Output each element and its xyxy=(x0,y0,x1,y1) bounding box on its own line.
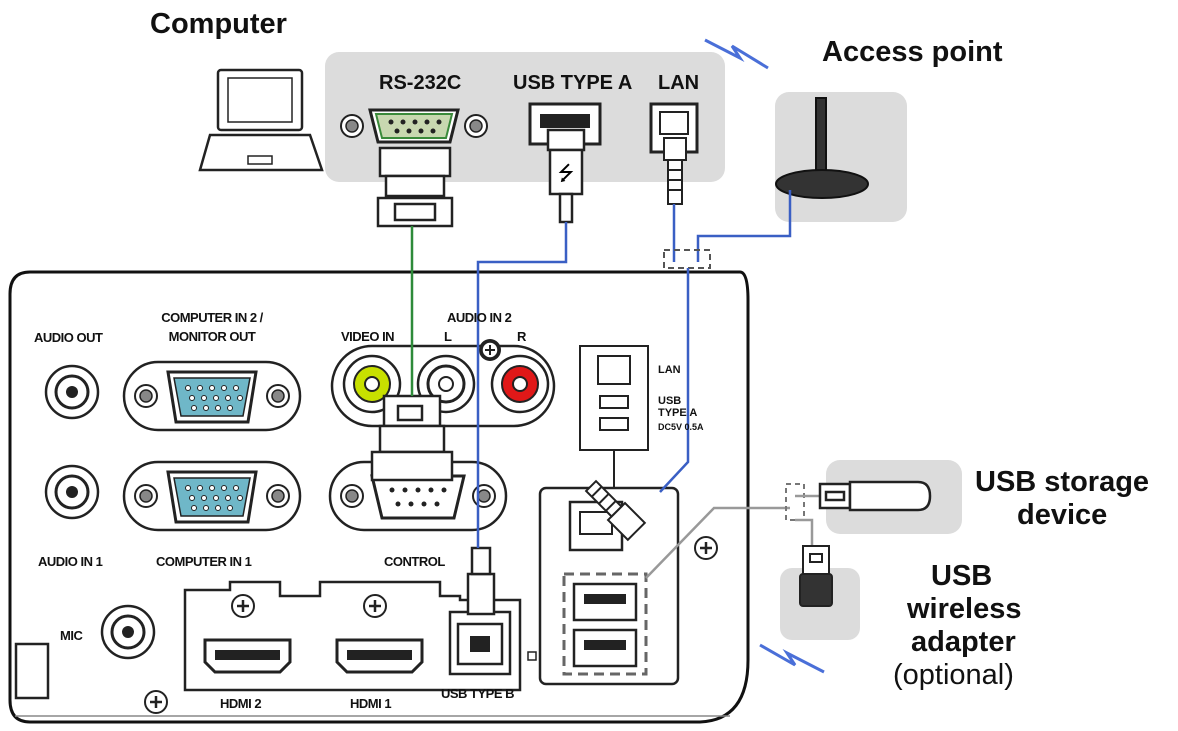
mic-label: MIC xyxy=(60,628,83,643)
lan-plug-panel xyxy=(584,479,647,542)
usb-a-port-1 xyxy=(572,582,638,622)
lan-label: LAN xyxy=(658,72,700,94)
usb-cable xyxy=(476,222,568,548)
hdmi1-label: HDMI 1 xyxy=(350,696,392,711)
usb-wireless-label-1: USB xyxy=(931,560,993,592)
rs232c-plug xyxy=(376,146,454,228)
usb-a-port-2 xyxy=(572,628,638,668)
computer-label: Computer xyxy=(150,8,287,40)
control-plug xyxy=(370,394,454,482)
computer-in2-label-1: COMPUTER IN 2 / xyxy=(161,310,263,325)
panel-lan-label: LAN xyxy=(658,364,681,376)
rs232c-port xyxy=(340,108,488,144)
usb-storage-label-2: device xyxy=(1017,499,1108,531)
lan-plug xyxy=(663,137,687,205)
usb-wireless-icon xyxy=(799,545,833,607)
usb-gray-cable xyxy=(645,506,790,579)
rs232c-label: RS-232C xyxy=(379,72,462,94)
audio-in1-jack xyxy=(44,464,100,520)
computer-in2-port xyxy=(122,360,302,432)
usb-wireless-label-3: adapter xyxy=(911,626,1016,658)
computer-in1-port xyxy=(122,460,302,532)
audio-out-label: AUDIO OUT xyxy=(34,330,103,345)
video-in-label: VIDEO IN xyxy=(341,329,395,344)
usb-plug xyxy=(546,128,586,224)
computer-in2-label-2: MONITOR OUT xyxy=(168,329,256,344)
laptop-icon xyxy=(198,68,324,172)
usb-ports-dashed xyxy=(562,572,648,676)
usb-type-b-port xyxy=(448,610,512,676)
access-point-label: Access point xyxy=(822,36,1003,68)
usb-type-b-label: USB TYPE B xyxy=(441,686,515,701)
mic-jack xyxy=(100,604,156,660)
audio-r-label: R xyxy=(517,329,526,344)
audio-l-label: L xyxy=(444,329,452,344)
access-point-icon xyxy=(775,97,869,199)
av-in-jacks xyxy=(330,339,556,428)
usb-type-a-port xyxy=(528,102,602,146)
hdmi2-label: HDMI 2 xyxy=(220,696,262,711)
usb-storage-icon xyxy=(818,480,932,512)
usb-wireless-label-2: wireless xyxy=(907,593,1022,625)
control-label: CONTROL xyxy=(384,554,445,569)
lan-cable-lower xyxy=(659,268,690,493)
computer-in1-label: COMPUTER IN 1 xyxy=(156,554,252,569)
wireless-signal-icon xyxy=(759,643,825,674)
usb-b-plug xyxy=(466,546,496,616)
panel-usb-label-3: DC5V 0.5A xyxy=(658,422,704,432)
usb-storage-label-1: USB storage xyxy=(975,466,1150,498)
usb-type-a-label: USB TYPE A xyxy=(513,72,633,94)
access-point-panel xyxy=(775,92,907,222)
hdmi2-port xyxy=(203,638,292,674)
hdmi1-port xyxy=(335,638,424,674)
panel-usb-label-1: USB xyxy=(658,395,682,407)
svg-text:⭍: ⭍ xyxy=(558,161,575,185)
audio-in1-label: AUDIO IN 1 xyxy=(38,554,103,569)
usb-wireless-label-4: (optional) xyxy=(893,659,1014,691)
audio-in2-label: AUDIO IN 2 xyxy=(447,310,512,325)
wireless-signal-icon xyxy=(704,38,769,70)
lan-cable-dashed xyxy=(663,249,711,269)
audio-out-jack xyxy=(44,364,100,420)
panel-usb-label-2: TYPE A xyxy=(658,407,698,419)
